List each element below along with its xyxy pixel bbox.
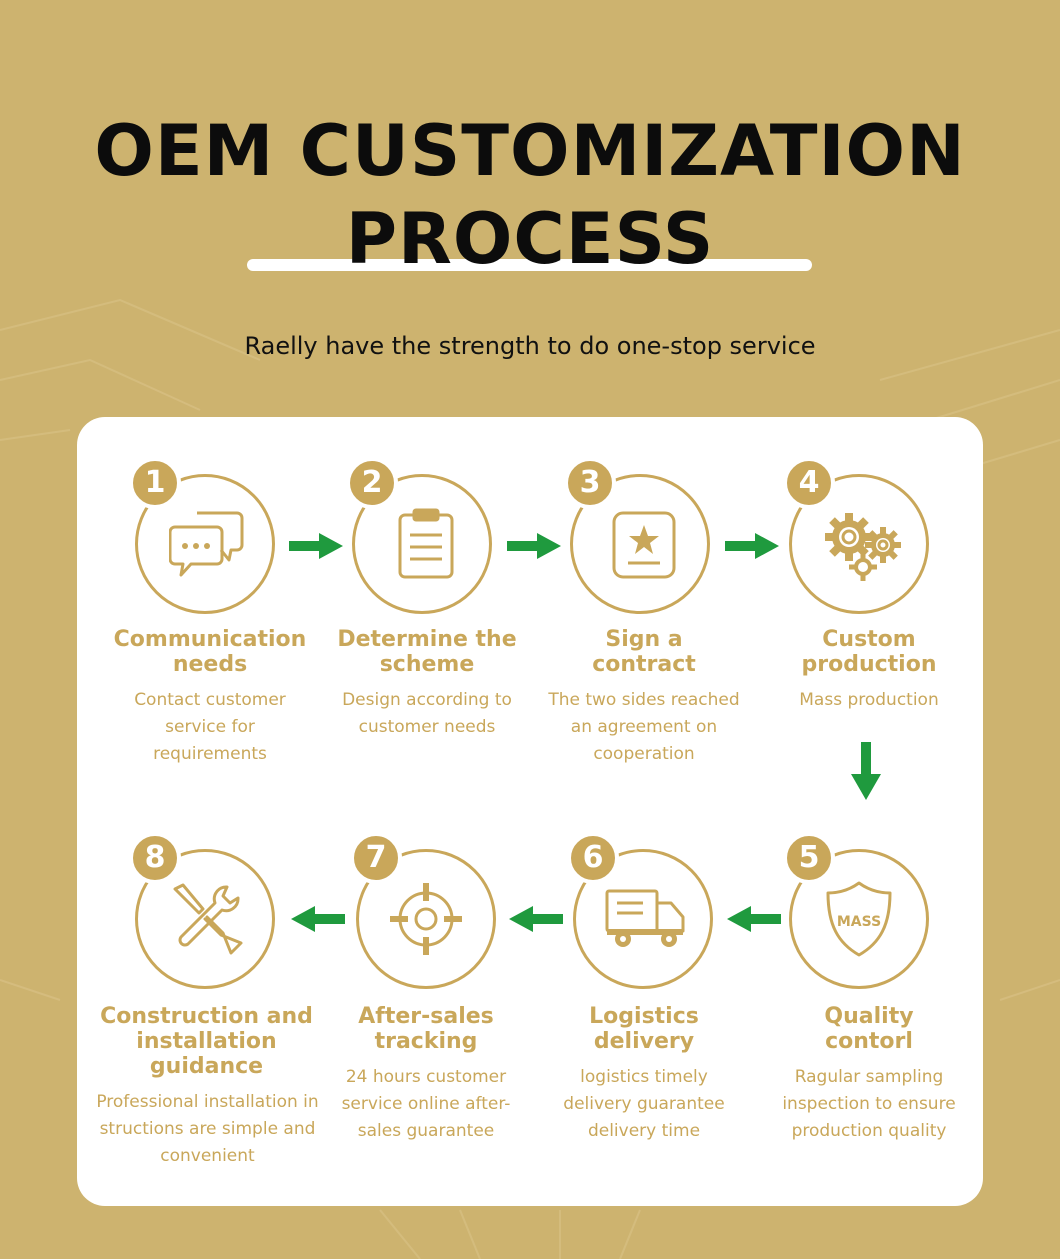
- step-number-badge: 8: [129, 832, 181, 884]
- step-title: Custom production: [801, 627, 937, 677]
- arrow-down-4-to-5: [851, 742, 881, 800]
- star-document-icon: [612, 511, 676, 579]
- step-description: Ragular sampling inspection to ensure pr…: [782, 1067, 956, 1141]
- arrow-right-2-to-3: [507, 533, 561, 559]
- step-number-badge: 2: [346, 457, 398, 509]
- shield-label: MASS: [837, 914, 881, 930]
- arrow-left-6-to-7: [509, 906, 563, 932]
- step-description: Design according to customer needs: [342, 690, 512, 737]
- step-description: The two sides reached an agreement on co…: [548, 690, 740, 764]
- step-number-badge: 6: [567, 832, 619, 884]
- step-number-badge: 5: [783, 832, 835, 884]
- step-title: Construction and installation guidance: [100, 1004, 313, 1079]
- step-description: Professional installation in structions …: [96, 1092, 319, 1166]
- truck-icon: [605, 889, 685, 947]
- process-card: 1 Communication needs Contact customer s…: [77, 417, 983, 1206]
- step-title: After-sales tracking: [358, 1004, 494, 1054]
- step-number-badge: 7: [350, 832, 402, 884]
- step-description: logistics timely delivery guarantee deli…: [563, 1067, 725, 1141]
- step-number-badge: 4: [783, 457, 835, 509]
- step-circle: [789, 849, 929, 989]
- arrow-right-1-to-2: [289, 533, 343, 559]
- arrow-left-5-to-6: [727, 906, 781, 932]
- step-number-badge: 1: [129, 457, 181, 509]
- shield-icon: MASS: [826, 881, 892, 957]
- step-description: 24 hours customer service online after-s…: [341, 1067, 511, 1141]
- chat-bubbles-icon: [169, 511, 244, 577]
- arrow-left-7-to-8: [291, 906, 345, 932]
- step-title: Communication needs: [113, 627, 307, 677]
- step-number-badge: 3: [564, 457, 616, 509]
- target-icon: [390, 883, 462, 955]
- page-title-line2: PROCESS: [345, 198, 715, 280]
- page-subtitle: Raelly have the strength to do one-stop …: [244, 332, 816, 360]
- page-title-line1: OEM CUSTOMIZATION: [94, 110, 966, 192]
- gears-icon: [825, 513, 901, 581]
- step-title: Logistics delivery: [589, 1004, 699, 1054]
- step-title: Determine the scheme: [337, 627, 517, 677]
- clipboard-icon: [398, 508, 454, 579]
- step-title: Sign a contract: [592, 627, 696, 677]
- step-description: Contact customer service for requirement…: [134, 690, 286, 764]
- step-title: Quality contorl: [824, 1004, 914, 1054]
- step-description: Mass production: [799, 690, 939, 710]
- arrow-right-3-to-4: [725, 533, 779, 559]
- tools-icon: [173, 883, 243, 955]
- title-underline: [247, 259, 812, 271]
